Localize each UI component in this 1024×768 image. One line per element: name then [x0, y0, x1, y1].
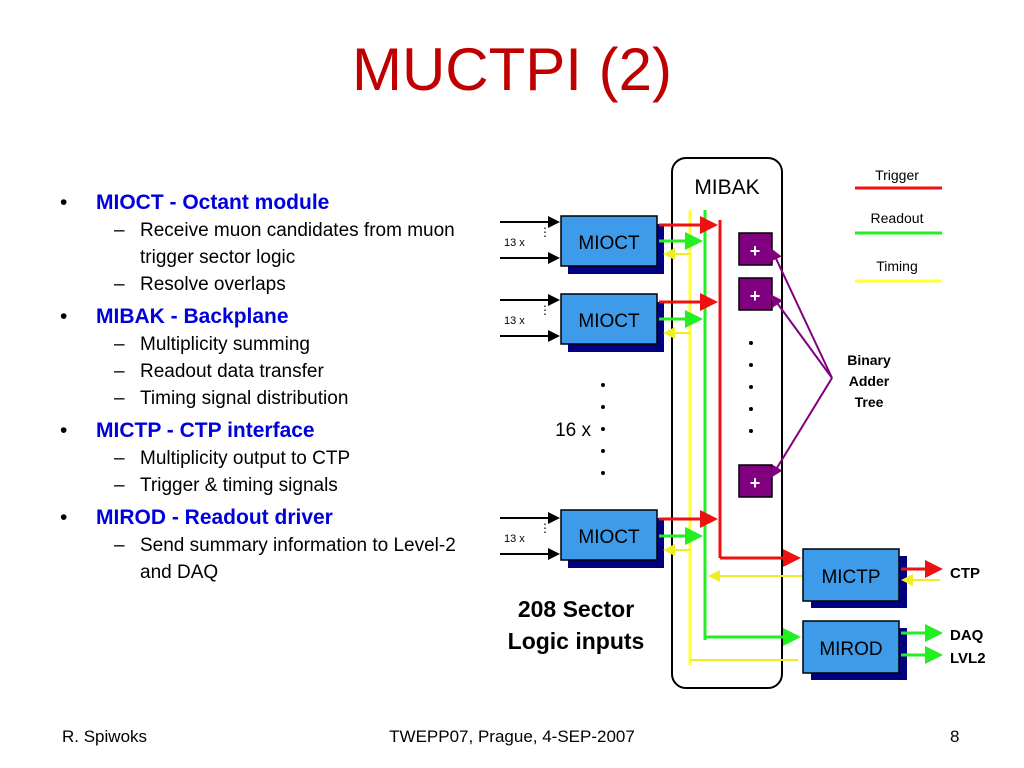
input-count-label: 13 x [504, 237, 525, 249]
mioct-label: MIOCT [578, 311, 640, 332]
legend-timing-label: Timing [876, 258, 918, 274]
svg-text:+: + [750, 286, 761, 306]
adder-1: + [738, 232, 773, 266]
adder-label-line2: Adder [849, 373, 890, 389]
adder-3: + [738, 464, 773, 498]
slide-title: MUCTPI (2) [352, 36, 672, 103]
sub-bullet: –Timing signal distribution [114, 388, 349, 409]
mioct-module-3: 13 x ⋮ MIOCT [500, 509, 718, 568]
bullet-mirod: •MIROD - Readout driver [60, 506, 333, 529]
svg-text:⋮: ⋮ [539, 303, 551, 317]
sub-bullet: –Multiplicity output to CTP [114, 448, 351, 469]
input-count-label: 13 x [504, 533, 525, 545]
mirod-module: MIROD [690, 620, 943, 680]
output-lvl2: LVL2 [950, 650, 986, 667]
svg-text:⋮: ⋮ [539, 225, 551, 239]
sub-bullet: –Send summary information to Level-2 and… [114, 535, 456, 583]
legend-trigger-label: Trigger [875, 167, 919, 183]
mioct-label: MIOCT [578, 527, 640, 548]
sub-bullet: –Resolve overlaps [114, 274, 286, 295]
bullet-list: •MIOCT - Octant module –Receive muon can… [56, 184, 476, 586]
adder-label-line1: Binary [847, 352, 891, 368]
svg-text:+: + [750, 241, 761, 261]
footer-author: R. Spiwoks [62, 727, 148, 746]
adder-repeat-dots [749, 341, 753, 433]
module-repeat-dots [601, 383, 605, 475]
svg-text:+: + [750, 473, 761, 493]
output-daq: DAQ [950, 627, 984, 644]
adder-tree-arrows [770, 248, 833, 478]
mictp-module: MICTP [708, 548, 943, 608]
mibak-label: MIBAK [694, 176, 759, 199]
svg-text:⋮: ⋮ [539, 521, 551, 535]
mioct-module-1: 13 x ⋮ MIOCT [500, 215, 718, 274]
bullet-mibak: •MIBAK - Backplane [60, 305, 289, 328]
footer-page-number: 8 [950, 727, 960, 746]
bullet-mictp: •MICTP - CTP interface [60, 419, 315, 442]
adder-label-line3: Tree [855, 394, 884, 410]
sector-inputs-line1: 208 Sector [518, 596, 634, 622]
input-count-label: 13 x [504, 315, 525, 327]
mictp-label: MICTP [821, 567, 880, 588]
output-ctp: CTP [950, 565, 980, 582]
sub-bullet: –Receive muon candidates from muon trigg… [114, 220, 455, 268]
sub-bullet: –Readout data transfer [114, 361, 324, 382]
multiplicity-label: 16 x [555, 420, 591, 441]
mioct-label: MIOCT [578, 233, 640, 254]
sector-inputs-line2: Logic inputs [508, 628, 645, 654]
footer-event: TWEPP07, Prague, 4-SEP-2007 [389, 727, 635, 746]
bullet-mioct: •MIOCT - Octant module [60, 191, 330, 214]
mirod-label: MIROD [819, 639, 882, 660]
legend-readout-label: Readout [871, 210, 924, 226]
mioct-module-2: 13 x ⋮ MIOCT [500, 293, 718, 352]
adder-2: + [738, 277, 773, 311]
sub-bullet: –Trigger & timing signals [114, 475, 338, 496]
sub-bullet: –Multiplicity summing [114, 334, 310, 355]
